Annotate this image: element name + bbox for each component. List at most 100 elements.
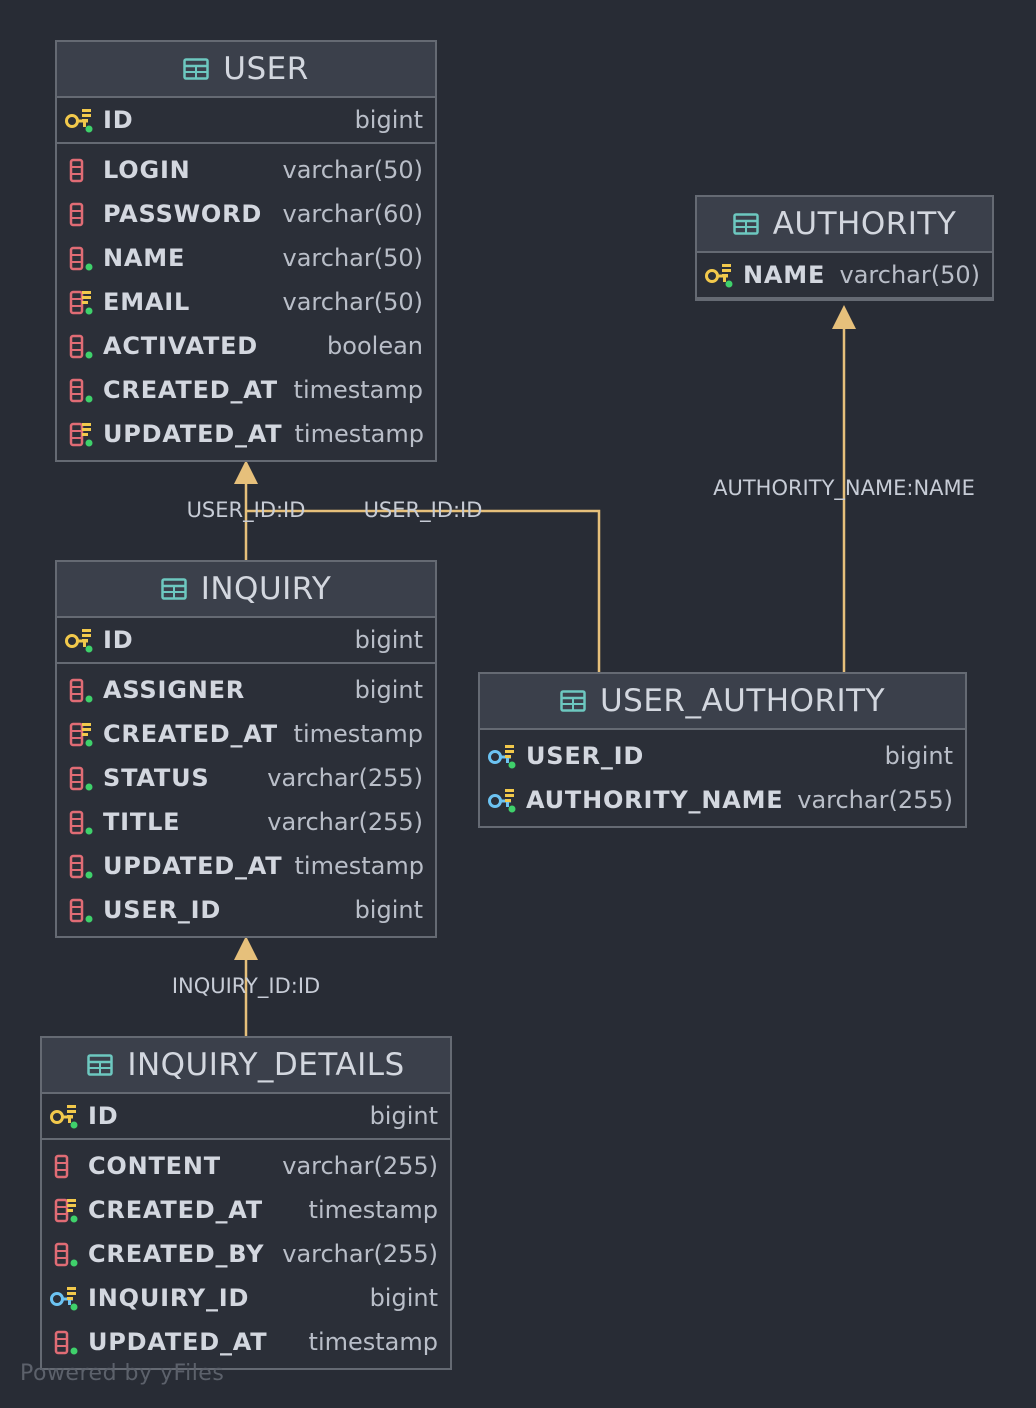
column-name: UPDATED_AT [88, 1328, 268, 1356]
column-row[interactable]: UPDATED_AT timestamp [57, 412, 435, 456]
column-name: CREATED_AT [88, 1196, 263, 1224]
primary-foreign-key-icon [488, 745, 516, 769]
column-row[interactable]: UPDATED_AT timestamp [42, 1320, 450, 1364]
arrow-head-authority [832, 305, 856, 329]
column-icon [54, 1198, 78, 1223]
column-row[interactable]: INQUIRY_ID bigint [42, 1276, 450, 1320]
table-header[interactable]: INQUIRY [57, 562, 435, 618]
table-icon [183, 58, 209, 80]
column-type: varchar(50) [282, 288, 424, 316]
column-type: timestamp [308, 1196, 438, 1224]
column-type: timestamp [293, 720, 423, 748]
column-type: varchar(255) [282, 1152, 438, 1180]
column-type: bigint [354, 106, 423, 134]
column-row[interactable]: PASSWORD varchar(60) [57, 192, 435, 236]
column-icon [69, 422, 93, 447]
column-icon [69, 898, 93, 923]
primary-key-icon [705, 264, 733, 288]
column-name: CONTENT [88, 1152, 221, 1180]
column-name: UPDATED_AT [103, 420, 283, 448]
column-type: varchar(255) [267, 764, 423, 792]
column-name: PASSWORD [103, 200, 263, 228]
column-name: USER_ID [103, 896, 222, 924]
column-icon [69, 678, 93, 703]
column-name: TITLE [103, 808, 181, 836]
column-name: NAME [103, 244, 186, 272]
column-type: bigint [884, 742, 953, 770]
column-row[interactable]: CREATED_AT timestamp [42, 1188, 450, 1232]
column-icon [69, 378, 93, 403]
column-name: EMAIL [103, 288, 191, 316]
column-type: bigint [369, 1284, 438, 1312]
column-row[interactable]: NAME varchar(50) [57, 236, 435, 280]
table-header[interactable]: USER_AUTHORITY [480, 674, 965, 730]
column-row[interactable]: STATUS varchar(255) [57, 756, 435, 800]
column-type: bigint [354, 626, 423, 654]
table-title: INQUIRY_DETAILS [127, 1047, 405, 1083]
column-type: varchar(50) [282, 156, 424, 184]
column-type: timestamp [293, 376, 423, 404]
column-icon [69, 246, 93, 271]
edge-label-inquiry-user: USER_ID:ID [186, 498, 306, 522]
column-type: varchar(255) [797, 786, 953, 814]
column-icon [69, 810, 93, 835]
primary-key-icon [65, 629, 93, 653]
primary-foreign-key-icon [488, 789, 516, 813]
column-name: STATUS [103, 764, 210, 792]
table-header[interactable]: USER [57, 42, 435, 98]
column-row[interactable]: CREATED_AT timestamp [57, 712, 435, 756]
column-type: varchar(50) [282, 244, 424, 272]
arrow-head-user [234, 460, 258, 484]
column-row[interactable]: ASSIGNER bigint [57, 668, 435, 712]
column-name: USER_ID [526, 742, 645, 770]
table-title: AUTHORITY [772, 206, 957, 242]
column-row[interactable]: EMAIL varchar(50) [57, 280, 435, 324]
table-icon [732, 213, 759, 235]
column-type: varchar(60) [282, 200, 424, 228]
column-type: timestamp [308, 1328, 438, 1356]
column-name: ID [88, 1102, 119, 1130]
column-icon [69, 722, 93, 747]
column-type: boolean [327, 332, 423, 360]
edge-user-authority-user [246, 509, 601, 672]
table-title: USER [223, 51, 309, 87]
powered-by-label: Powered by yFiles [20, 1361, 225, 1386]
column-name: INQUIRY_ID [88, 1284, 250, 1312]
foreign-key-icon [50, 1287, 78, 1311]
column-name: CREATED_AT [103, 720, 278, 748]
column-row[interactable]: USER_ID bigint [480, 734, 965, 778]
table-header[interactable]: INQUIRY_DETAILS [42, 1038, 450, 1094]
table-header[interactable]: AUTHORITY [697, 197, 992, 253]
column-name: NAME [743, 261, 826, 289]
column-type: timestamp [294, 420, 424, 448]
edge-label-inquiry-details-inquiry: INQUIRY_ID:ID [171, 974, 321, 998]
column-row[interactable]: CONTENT varchar(255) [42, 1144, 450, 1188]
column-icon [69, 290, 93, 315]
column-type: varchar(255) [282, 1240, 438, 1268]
column-type: bigint [354, 676, 423, 704]
column-name: ASSIGNER [103, 676, 246, 704]
column-type: timestamp [294, 852, 424, 880]
column-row[interactable]: CREATED_AT timestamp [57, 368, 435, 412]
column-name: CREATED_AT [103, 376, 278, 404]
